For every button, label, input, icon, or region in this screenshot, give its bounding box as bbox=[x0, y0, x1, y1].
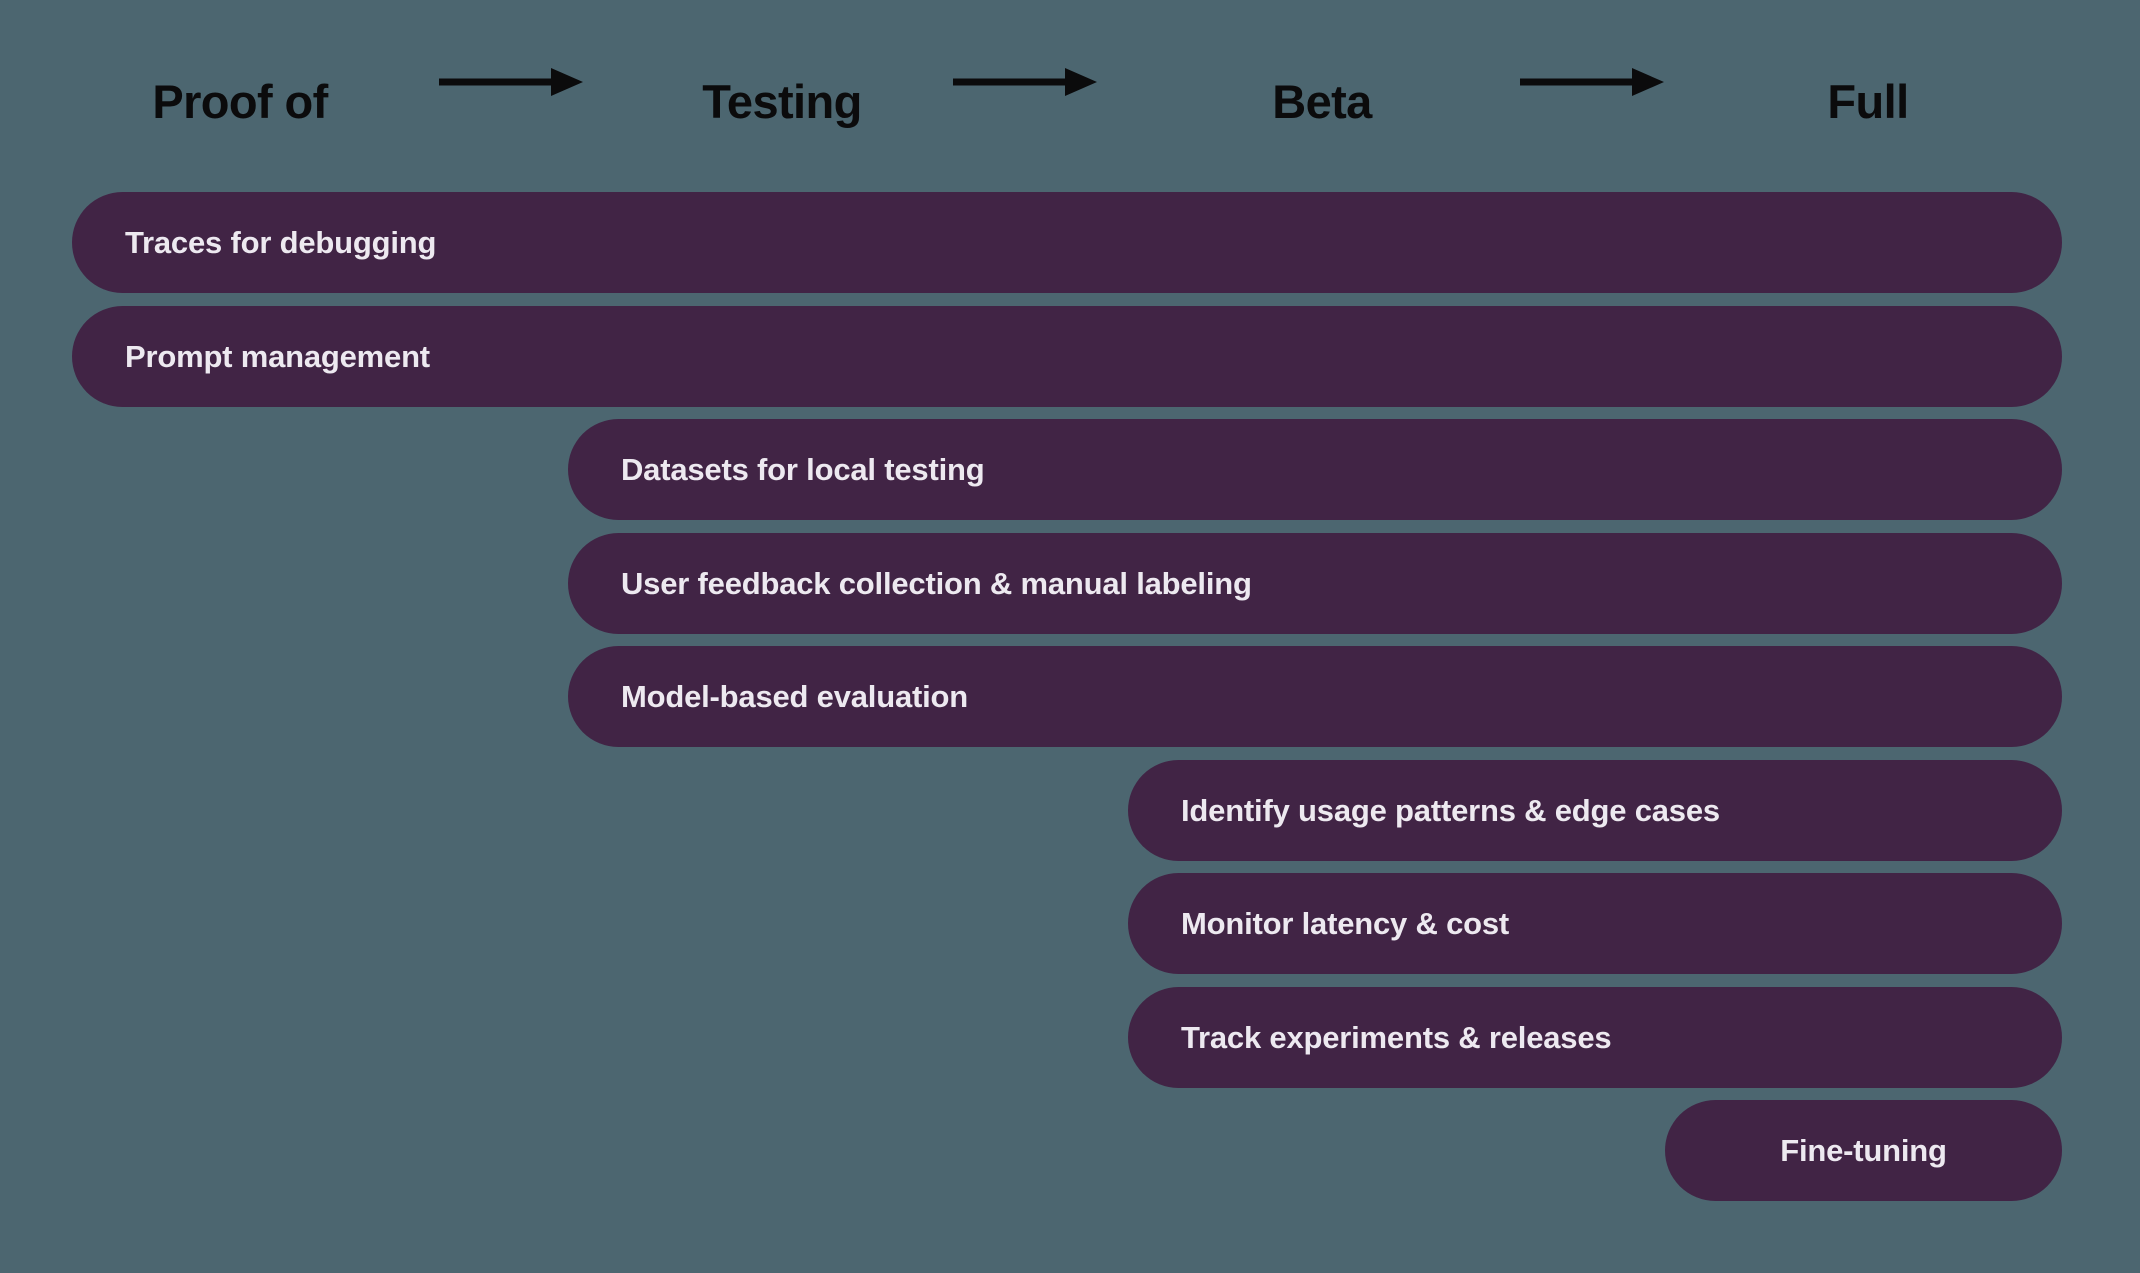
capability-bar-label: Model-based evaluation bbox=[621, 678, 968, 714]
capability-bar-datasets-for-local-testing[interactable]: Datasets for local testing bbox=[568, 419, 2062, 520]
capability-bar-track-experiments-and-releases[interactable]: Track experiments & releases bbox=[1128, 987, 2062, 1088]
arrow-right-icon bbox=[1520, 62, 1664, 102]
capability-bar-monitor-latency-and-cost[interactable]: Monitor latency & cost bbox=[1128, 873, 2062, 974]
capability-bar-identify-usage-patterns-and-edge-cases[interactable]: Identify usage patterns & edge cases bbox=[1128, 760, 2062, 861]
capability-bar-traces-for-debugging[interactable]: Traces for debugging bbox=[72, 192, 2062, 293]
stage-label-line1: Full bbox=[1827, 75, 1909, 128]
capability-bar-prompt-management[interactable]: Prompt management bbox=[72, 306, 2062, 407]
stage-label-line1: Proof of bbox=[152, 75, 328, 128]
arrow-right-icon bbox=[953, 62, 1097, 102]
capability-bar-label: Track experiments & releases bbox=[1181, 1019, 1612, 1055]
arrow-right-icon bbox=[439, 62, 583, 102]
capability-bar-label: Identify usage patterns & edge cases bbox=[1181, 792, 1720, 828]
stage-label-line1: Testing bbox=[702, 75, 862, 128]
capability-bar-label: Datasets for local testing bbox=[621, 451, 985, 487]
capability-bar-fine-tuning[interactable]: Fine-tuning bbox=[1665, 1100, 2062, 1201]
capability-bar-label: Traces for debugging bbox=[125, 224, 437, 260]
capability-bar-model-based-evaluation[interactable]: Model-based evaluation bbox=[568, 646, 2062, 747]
capability-bar-user-feedback-collection-and-manual-labeling[interactable]: User feedback collection & manual labeli… bbox=[568, 533, 2062, 634]
stage-label-line1: Beta bbox=[1272, 75, 1372, 128]
capability-bar-label: Monitor latency & cost bbox=[1181, 905, 1510, 941]
capability-bar-label: Prompt management bbox=[125, 338, 430, 374]
capability-bar-label: Fine-tuning bbox=[1780, 1132, 1947, 1168]
capability-bar-label: User feedback collection & manual labeli… bbox=[621, 565, 1252, 601]
